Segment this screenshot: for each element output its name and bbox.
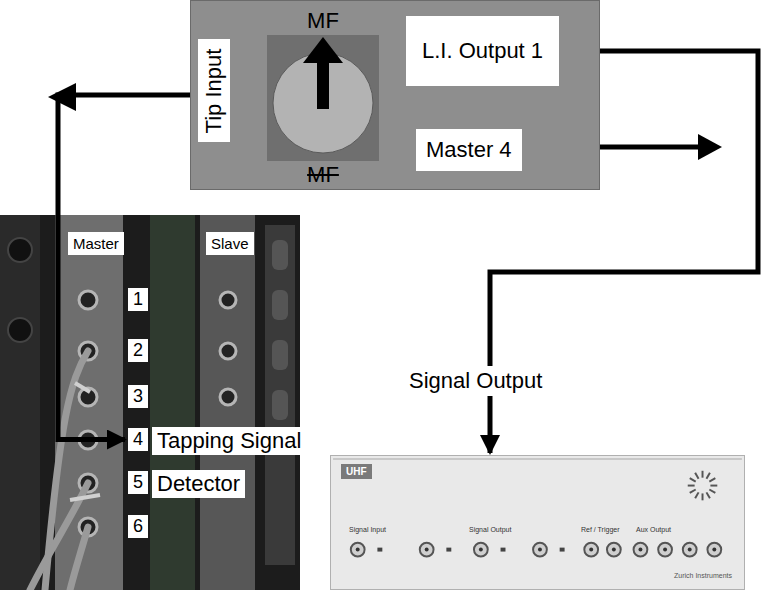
- bnc-port: [707, 543, 721, 557]
- port-label: Master 4: [426, 137, 512, 163]
- panel-print: Zurich Instruments: [674, 572, 732, 579]
- callout-text: 1: [133, 289, 143, 310]
- case-edge: [333, 458, 742, 460]
- speaker-grille: [690, 489, 696, 492]
- bnc-pin: [663, 548, 667, 552]
- mode-switch: MF MF: [263, 9, 383, 187]
- speaker-grille: [709, 478, 715, 481]
- bnc-port: [351, 543, 365, 557]
- panel-print: Signal Output: [469, 526, 511, 533]
- signal-label: Detector: [152, 470, 245, 498]
- port-label: L.I. Output 1: [422, 38, 543, 64]
- speaker-grille: [702, 493, 704, 500]
- rack-hole: [8, 318, 32, 342]
- callout-text: 3: [133, 386, 143, 407]
- bnc-port: [584, 543, 598, 557]
- bnc-pin: [688, 548, 692, 552]
- uhf-art: [331, 456, 744, 589]
- callout-text: 5: [133, 472, 143, 493]
- callout-number: 3: [128, 385, 148, 408]
- callout-number: 2: [128, 339, 148, 362]
- status-led: [446, 548, 451, 552]
- bnc-port: [420, 543, 434, 557]
- bnc-pin: [479, 548, 483, 552]
- rack-hole: [8, 238, 32, 262]
- column-label-text: Master: [73, 235, 119, 252]
- rack-side: [0, 215, 40, 590]
- column-label: Master: [68, 232, 124, 255]
- bnc-port: [658, 543, 672, 557]
- column-label: Slave: [206, 232, 254, 255]
- signal-label: Tapping Signal: [152, 427, 306, 455]
- switch-pointer-head: [303, 37, 343, 63]
- vent-panel: [265, 225, 295, 565]
- arrow-head: [698, 134, 722, 160]
- bnc-port: [607, 543, 621, 557]
- status-led: [501, 548, 506, 552]
- photo-ground: [0, 215, 300, 590]
- speaker-grille: [706, 473, 709, 479]
- bnc-port: [683, 543, 697, 557]
- switch-panel: Tip InputMFMFL.I. Output 1Master 4: [190, 0, 600, 190]
- status-led: [560, 548, 565, 552]
- speaker-grille: [702, 471, 704, 478]
- panel-print: Ref / Trigger: [581, 526, 620, 533]
- switch-pointer: [317, 59, 329, 109]
- speaker-grille: [690, 478, 696, 481]
- device-badge: UHF: [341, 464, 372, 479]
- switch-label: MF: [263, 163, 383, 187]
- bnc-pin: [538, 548, 542, 552]
- callout-number: 5: [128, 471, 148, 494]
- switch-knob: [273, 53, 373, 153]
- speaker-grille: [709, 489, 715, 492]
- callout-text: 2: [133, 340, 143, 361]
- column-label-text: Slave: [211, 235, 249, 252]
- signal-text: Tapping Signal: [157, 428, 301, 454]
- speaker-grille: [706, 492, 709, 498]
- bnc-port: [634, 543, 648, 557]
- switch-art: [263, 9, 383, 187]
- signal-text: Detector: [157, 471, 240, 497]
- callout-text: 6: [133, 516, 143, 537]
- callout-number: 6: [128, 515, 148, 538]
- vent-holes: [272, 240, 288, 420]
- status-led: [377, 548, 382, 552]
- speaker-grille: [688, 485, 695, 487]
- bnc-connectors: [79, 291, 236, 536]
- callout-number: 4: [128, 428, 148, 451]
- panel-print: Aux Output: [636, 526, 671, 533]
- bnc-pin: [638, 548, 642, 552]
- callout-number: 1: [128, 288, 148, 311]
- signal-wire: [58, 95, 190, 440]
- panel-print: Signal Input: [349, 526, 386, 533]
- label-patch: Tip Input: [198, 39, 230, 142]
- lock-in-amplifier: UHF Signal Input Signal Output Ref / Trigge…: [330, 455, 745, 590]
- bnc-pin: [612, 548, 616, 552]
- speaker-grille: [695, 473, 698, 479]
- switch-base: [267, 35, 379, 161]
- bnc-pin: [356, 548, 360, 552]
- output-box: L.I. Output 1: [406, 16, 559, 86]
- callout-text: 4: [133, 429, 143, 450]
- bnc-port: [474, 543, 488, 557]
- panel-label: Tip Input: [201, 48, 227, 133]
- slave-plate: [200, 215, 255, 590]
- bnc-pin: [425, 548, 429, 552]
- bnc-port: [533, 543, 547, 557]
- switch-label: MF: [263, 9, 383, 33]
- bnc-pin: [589, 548, 593, 552]
- speaker-grille: [695, 492, 698, 498]
- bnc-pin: [712, 548, 716, 552]
- wire-label: Signal Output: [405, 366, 546, 396]
- speaker-grille: [710, 485, 717, 487]
- card-slot: [150, 215, 195, 590]
- port-box: Master 4: [416, 129, 522, 171]
